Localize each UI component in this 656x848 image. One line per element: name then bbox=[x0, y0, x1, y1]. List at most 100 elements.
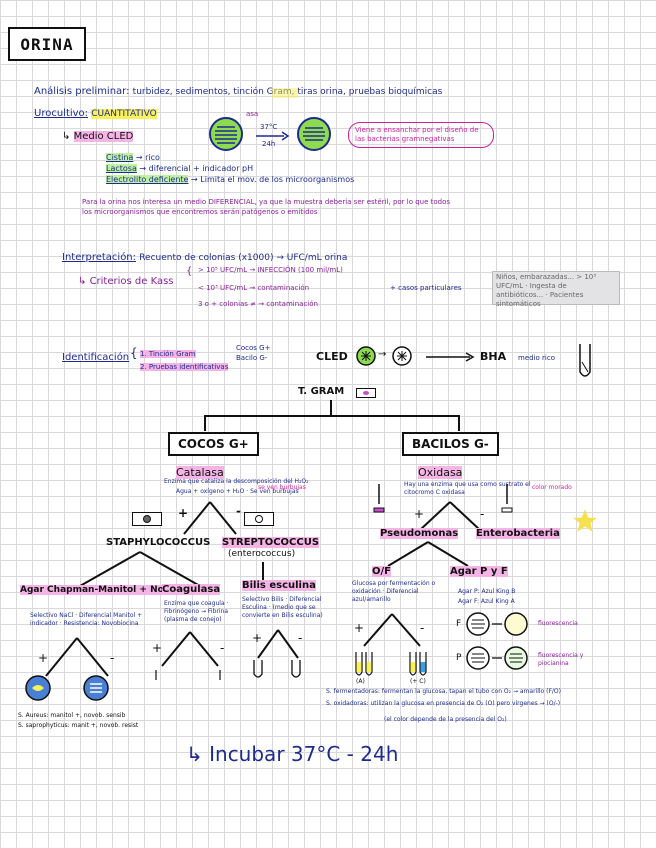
oxidasa-label: Oxidasa bbox=[418, 466, 463, 479]
svg-text:+: + bbox=[252, 631, 262, 645]
casos-note: Niños, embarazadas... > 10³ UFC/mL · Ing… bbox=[492, 271, 620, 308]
svg-text:F: F bbox=[456, 619, 461, 629]
kass-c2: < 10³ UFC/mL → contaminación bbox=[198, 284, 310, 292]
id-step2: 2. Pruebas identificativas bbox=[140, 363, 229, 371]
agar-pf-label: Agar P y F bbox=[450, 566, 508, 577]
cled-label: CLED bbox=[316, 350, 348, 363]
fluor2: fluorescencia y piocianina bbox=[538, 652, 584, 667]
plate-ssaprophyticus-icon bbox=[83, 675, 109, 701]
brace: { bbox=[186, 266, 193, 277]
casos-particulares: + casos particulares bbox=[390, 284, 462, 292]
pseudomonas-label: Pseudomonas bbox=[380, 528, 459, 539]
plate-icon bbox=[356, 346, 376, 366]
interpretacion-line: Interpretación: Recuento de colonias (x1… bbox=[62, 252, 347, 263]
fluor1: fluorescencia bbox=[538, 620, 578, 627]
incubar-line: ↳ Incubar 37°C - 24h bbox=[186, 742, 399, 766]
bacteria-note: Viene a ensanchar por el diseño de las b… bbox=[348, 122, 494, 148]
cocos-box: COCOS G+ bbox=[168, 432, 259, 456]
id-step1: 1. Tinción Gram bbox=[140, 350, 196, 358]
of-note: Glucosa por fermentación o oxidación · D… bbox=[352, 580, 436, 603]
catalasa-note2: Agua + oxígeno + H₂O · Se ven burbujas bbox=[176, 488, 299, 495]
svg-text:-: - bbox=[220, 641, 224, 655]
minus-sign: - bbox=[236, 504, 241, 518]
agar-pf-plates: F P bbox=[456, 612, 528, 670]
svg-text:-: - bbox=[420, 621, 424, 635]
catalasa-branch bbox=[183, 501, 237, 535]
interpretacion-label: Interpretación: bbox=[62, 252, 137, 263]
of-foot: (el color depende de la presencia del O₂… bbox=[384, 716, 507, 723]
swab-positive-icon bbox=[373, 484, 385, 513]
staph-branch bbox=[79, 551, 201, 587]
enterobacteria-label: Enterobacteria bbox=[476, 528, 560, 539]
lactosa-desc: → diferencial + indicador pH bbox=[139, 164, 254, 173]
svg-text:-: - bbox=[480, 507, 484, 521]
color-morado: color morado bbox=[532, 484, 572, 491]
staph-label: STAPHYLOCOCCUS bbox=[106, 537, 211, 548]
electrolito-desc: → Limita el mov. de los microorganismos bbox=[191, 175, 355, 184]
swab-negative-icon bbox=[501, 484, 513, 513]
coagulasa-note: Enzima que coagula · Fibrinógeno → Fibri… bbox=[164, 600, 229, 623]
svg-text:+: + bbox=[152, 641, 162, 655]
svg-text:-: - bbox=[298, 631, 302, 645]
plate-icon-2 bbox=[392, 346, 412, 366]
page-title: ORINA bbox=[8, 27, 86, 61]
coagulasa-branch: +- bbox=[152, 631, 224, 680]
cistina-line: Cistina → rico bbox=[106, 153, 160, 162]
chapman-notes: Selectivo NaCl · Diferencial Manitol + i… bbox=[30, 612, 143, 627]
bacilos-box: BACILOS G- bbox=[402, 432, 499, 456]
highlight-tincion bbox=[272, 88, 298, 98]
arrow-time: 24h bbox=[262, 140, 276, 148]
chapman-branch: +- bbox=[38, 637, 114, 677]
bilis-label: Bilis esculina bbox=[242, 580, 316, 591]
urocultivo-line: Urocultivo: CUANTITATIVO bbox=[34, 108, 157, 119]
differential-note: Para la orina nos interesa un medio DIFE… bbox=[82, 198, 451, 216]
asa-label: asa bbox=[246, 110, 259, 118]
bha-label: BHA bbox=[480, 350, 507, 363]
catalasa-note: Enzima que cataliza la descomposición de… bbox=[164, 478, 309, 485]
tube-abierto: (A) bbox=[356, 678, 365, 685]
arrow-icon bbox=[256, 131, 290, 141]
saureus-text: S. Aureus: manitol +, novob. sensib bbox=[18, 712, 126, 719]
oxidadoras: S. oxidadoras: utilizan la glucosa en pr… bbox=[326, 700, 561, 707]
interpretacion-text: Recuento de colonias (x1000) → UFC/mL or… bbox=[139, 253, 348, 263]
criterios-label: Criterios de Kass bbox=[89, 276, 174, 287]
svg-text:+: + bbox=[414, 507, 424, 521]
petri-dish-icon bbox=[209, 117, 243, 151]
medio-cled: ↳ Medio CLED bbox=[62, 131, 134, 142]
tube-cerrado: (+ C) bbox=[410, 678, 426, 685]
svg-text:-: - bbox=[110, 651, 114, 665]
svg-text:+: + bbox=[38, 651, 48, 665]
star-icon bbox=[573, 509, 597, 532]
lactosa-line: Lactosa → diferencial + indicador pH bbox=[106, 164, 253, 173]
kass-c3: 3 o + colonias ≠ → contaminación bbox=[198, 300, 318, 308]
bilis-branch: +- bbox=[252, 629, 302, 678]
oxidasa-note: Hay una enzima que usa como sustrato el … bbox=[404, 481, 531, 496]
ssaprophyticus-text: S. saprophyticus: manit +, novob. resist bbox=[18, 722, 139, 729]
fermentadoras: S. fermentadoras: fermentan la glucosa, … bbox=[326, 688, 561, 695]
slide-icon bbox=[356, 388, 376, 398]
urocultivo-label: Urocultivo: bbox=[34, 108, 89, 119]
slide-negative-icon bbox=[244, 512, 274, 526]
bacilo-gneg-note: Bacilo G- bbox=[236, 354, 268, 362]
long-arrow-icon bbox=[426, 352, 475, 362]
tgram-label: T. GRAM bbox=[298, 386, 345, 397]
kass-c1: > 10⁵ UFC/mL → INFECCIÓN (100 mil/mL) bbox=[198, 266, 343, 274]
arrow-small: → bbox=[378, 349, 387, 360]
arrow-temp: 37°C bbox=[260, 123, 278, 131]
svg-text:+: + bbox=[354, 621, 364, 635]
burbujas-note: se ven burbujas bbox=[258, 484, 306, 491]
slide-positive-icon bbox=[132, 512, 162, 526]
medio-rico: medio rico bbox=[518, 354, 555, 362]
agar-p: Agar P: Azul King B bbox=[458, 588, 516, 595]
lactosa: Lactosa bbox=[106, 164, 137, 173]
electrolito-line: Electrolito deficiente → Limita el mov. … bbox=[106, 175, 354, 184]
bilis-note: Selectivo Bilis · Diferencial Esculina ·… bbox=[242, 596, 323, 619]
catalasa-label: Catalasa bbox=[176, 466, 224, 479]
cocos-gpos-note: Cocos G+ bbox=[236, 344, 271, 352]
medio-cled-label: Medio CLED bbox=[73, 131, 134, 142]
cistina: Cistina bbox=[106, 153, 134, 162]
urocultivo-type: CUANTITATIVO bbox=[91, 109, 157, 119]
plate-saureus-icon bbox=[25, 675, 51, 701]
electrolito: Electrolito deficiente bbox=[106, 175, 189, 184]
of-branch: +- bbox=[354, 613, 427, 676]
